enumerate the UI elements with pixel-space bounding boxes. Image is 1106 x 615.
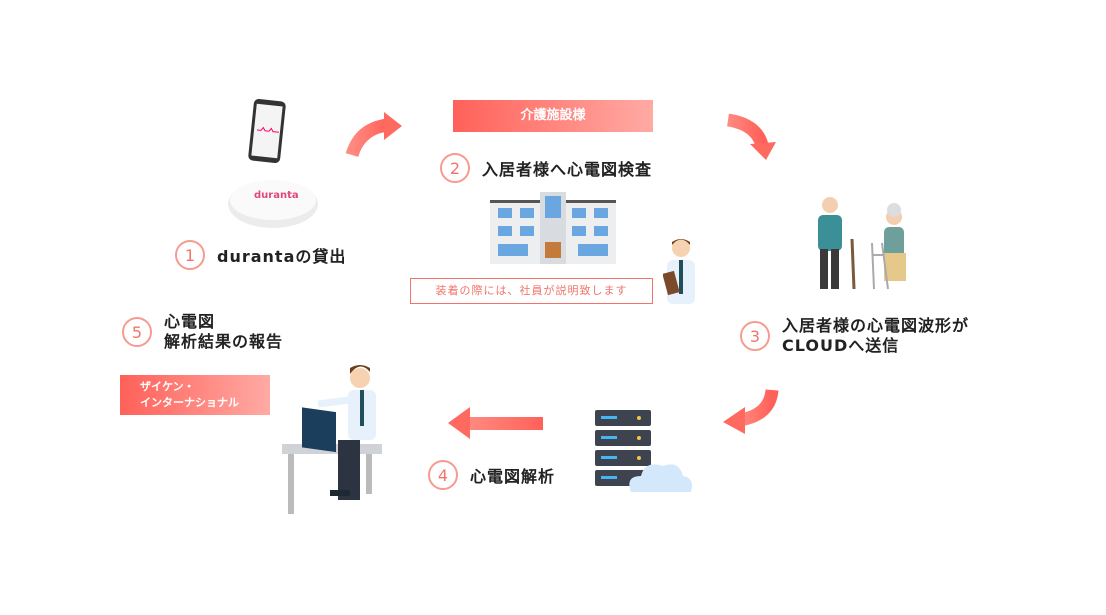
arrow-3-to-4 (723, 389, 779, 434)
step-label-line2: CLOUDへ送信 (782, 336, 900, 355)
step-number: 4 (428, 460, 458, 490)
step-number: 3 (740, 321, 770, 351)
step-5: 5 心電図解析結果の報告 (122, 312, 283, 352)
facility-building-icon (490, 192, 616, 264)
step-label: durantaの貸出 (217, 247, 347, 266)
step-label-line1: 入居者様の心電図波形が (782, 316, 970, 335)
step-number: 2 (440, 153, 470, 183)
facility-banner: 介護施設様 (453, 100, 653, 132)
company-name-line2: インターナショナル (140, 396, 239, 409)
step-number: 1 (175, 240, 205, 270)
company-name-line1: ザイケン・ (140, 380, 195, 393)
step-label: 入居者様へ心電図検査 (482, 160, 653, 179)
step-number: 5 (122, 317, 152, 347)
arrow-1-to-2 (345, 112, 402, 158)
explanation-note: 装着の際には、社員が説明致します (410, 278, 653, 304)
step-2: 2 入居者様へ心電図検査 (440, 153, 652, 183)
arrow-2-to-3 (726, 113, 776, 160)
step-4: 4 心電図解析 (428, 460, 555, 490)
analyst-at-desk-illustration (282, 365, 382, 514)
step-label: 心電図解析 (470, 467, 556, 486)
staff-doctor-illustration (663, 239, 695, 304)
elderly-residents-illustration (818, 197, 906, 290)
device-logo: duranta (254, 190, 299, 201)
server-cloud-icon (595, 410, 692, 492)
phone-and-device-illustration (228, 98, 318, 228)
step-label-line2: 解析結果の報告 (164, 332, 284, 351)
company-banner: ザイケン・ インターナショナル (120, 375, 270, 415)
step-1: 1 durantaの貸出 (175, 240, 346, 270)
step-label-line1: 心電図 (164, 312, 216, 331)
arrow-4-to-5 (448, 407, 543, 439)
